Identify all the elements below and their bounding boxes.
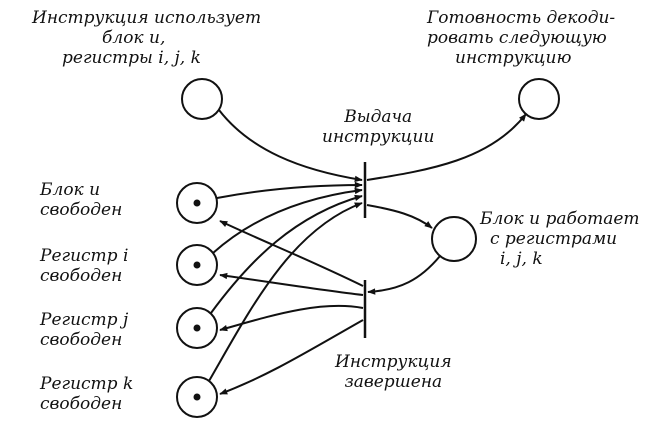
label-transition-complete-line-1: Инструкция (335, 352, 452, 372)
label-transition-issue-line-2: инструкции (322, 127, 435, 147)
arc-reg-i-to-issue (212, 187, 363, 254)
label-unit-working-line-1: Блок и работает (480, 209, 640, 229)
token-reg-k (193, 393, 201, 401)
label-unit-working-line-2: с регистрами (490, 229, 618, 249)
arc-complete-to-unit-free (219, 220, 364, 287)
label-transition-issue: Выдача инструкции (322, 107, 434, 147)
label-unit-free: Блок и свободен (40, 180, 122, 220)
label-unit-free-line-1: Блок и (40, 180, 101, 200)
place-unit-uses (181, 78, 223, 120)
label-unit-free-line-2: свободен (40, 200, 123, 220)
arc-complete-to-reg-i (219, 272, 364, 296)
arc-unit-uses-to-issue (218, 109, 363, 183)
label-unit-uses-line-3: регистры i, j, k (62, 48, 201, 68)
label-unit-working: Блок и работает с регистрами i, j, k (480, 209, 640, 269)
place-unit-working (431, 216, 477, 262)
label-reg-k-free-line-2: свободен (40, 394, 123, 414)
label-unit-working-line-3: i, j, k (500, 249, 543, 269)
place-reg-i-free (176, 244, 218, 286)
label-transition-complete: Инструкция завершена (335, 352, 452, 392)
label-reg-j-free-line-1: Регистр j (40, 310, 129, 330)
label-reg-j-free-line-2: свободен (40, 330, 123, 350)
label-ready-decode: Готовность декоди- ровать следующую инст… (427, 8, 615, 68)
label-reg-j-free: Регистр j свободен (40, 310, 128, 350)
arc-reg-k-to-issue (208, 202, 363, 382)
arc-unit-working-to-complete (367, 255, 441, 295)
label-reg-i-free-line-1: Регистр i (40, 246, 129, 266)
label-reg-k-free-line-1: Регистр k (40, 374, 134, 394)
label-ready-decode-line-3: инструкцию (455, 48, 572, 68)
token-reg-i (193, 261, 201, 269)
token-reg-j (193, 324, 201, 332)
arc-issue-to-unit-working (366, 204, 433, 229)
place-ready-decode (518, 78, 560, 120)
label-reg-i-free: Регистр i свободен (40, 246, 128, 286)
label-ready-decode-line-2: ровать следующую (427, 28, 607, 48)
label-unit-uses-line-1: Инструкция использует (32, 8, 262, 28)
label-unit-uses-line-2: блок и, (102, 28, 166, 48)
place-reg-j-free (176, 307, 218, 349)
arc-reg-j-to-issue (210, 194, 363, 314)
label-transition-complete-line-2: завершена (344, 372, 443, 392)
label-unit-uses: Инструкция использует блок и, регистры i… (32, 8, 261, 68)
place-unit-free (176, 182, 218, 224)
arc-unit-free-to-issue (216, 181, 363, 199)
place-reg-k-free (176, 376, 218, 418)
arc-complete-to-reg-k (219, 319, 364, 395)
label-ready-decode-line-1: Готовность декоди- (427, 8, 616, 28)
token-unit-free (193, 199, 201, 207)
label-reg-k-free: Регистр k свободен (40, 374, 133, 414)
arc-complete-to-reg-j (219, 304, 364, 332)
label-reg-i-free-line-2: свободен (40, 266, 123, 286)
arc-issue-to-ready-decode (366, 113, 527, 181)
label-transition-issue-line-1: Выдача (344, 107, 413, 127)
